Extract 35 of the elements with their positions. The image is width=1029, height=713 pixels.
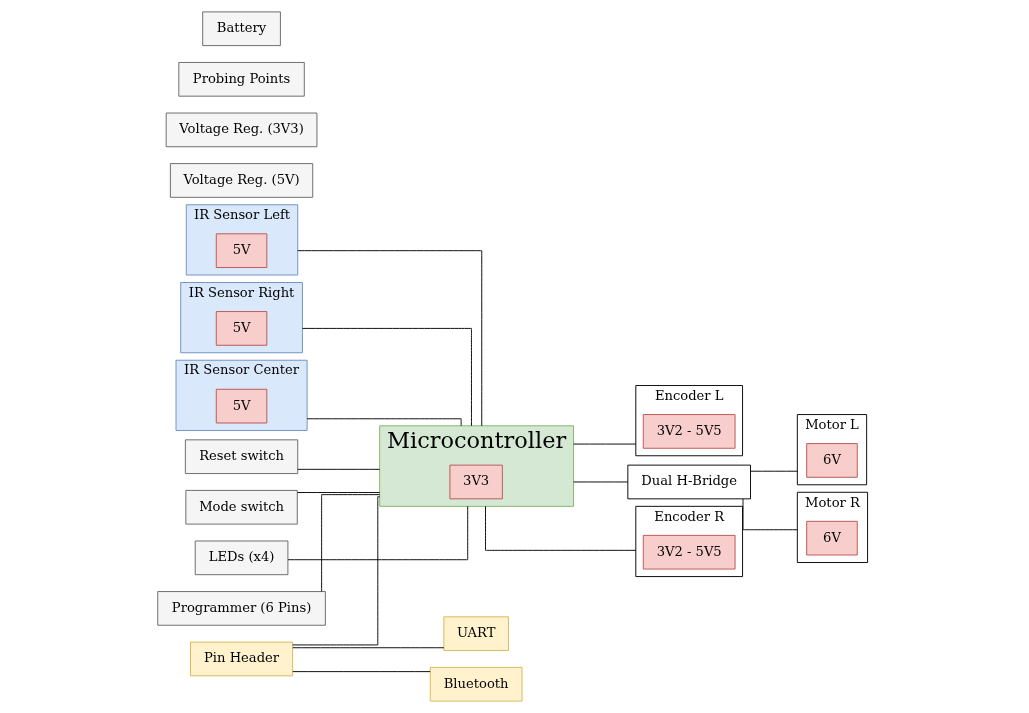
connector [742,498,798,531]
connector [296,468,380,470]
node-box: 5V [215,311,267,346]
node-box: Probing Points [177,62,305,97]
node-box: LEDs (x4) [194,540,288,576]
connector [291,496,380,646]
node-box: 6V [805,443,858,478]
connector [291,647,444,649]
node-box: Reset switch [184,439,298,475]
connector [296,492,380,493]
node-box: Dual H-Bridge [626,464,751,500]
connector [291,671,431,673]
connector [320,494,380,592]
node-box: 5V [215,233,267,268]
node-box: 3V3 [448,464,503,500]
node-box: 5V [215,388,267,424]
node-box: Mode switch [184,489,298,525]
connector [749,470,798,472]
connector [572,443,636,445]
connector [287,505,468,561]
connector [572,481,628,483]
node-box: Pin Header [189,641,293,677]
node-box: Voltage Reg. (5V) [169,163,313,198]
node-box: Bluetooth [429,666,522,702]
node-box: Battery [201,11,281,47]
node-box: 3V2 - 5V5 [642,534,736,570]
connector [296,250,482,427]
node-box: 3V2 - 5V5 [642,414,736,449]
node-box: 6V [805,520,858,556]
node-box: Voltage Reg. (3V3) [165,112,317,148]
node-box: UART [442,616,509,651]
connector [484,505,636,551]
connector [301,327,472,427]
node-box: Programmer (6 Pins) [156,591,326,626]
connector [306,418,462,427]
